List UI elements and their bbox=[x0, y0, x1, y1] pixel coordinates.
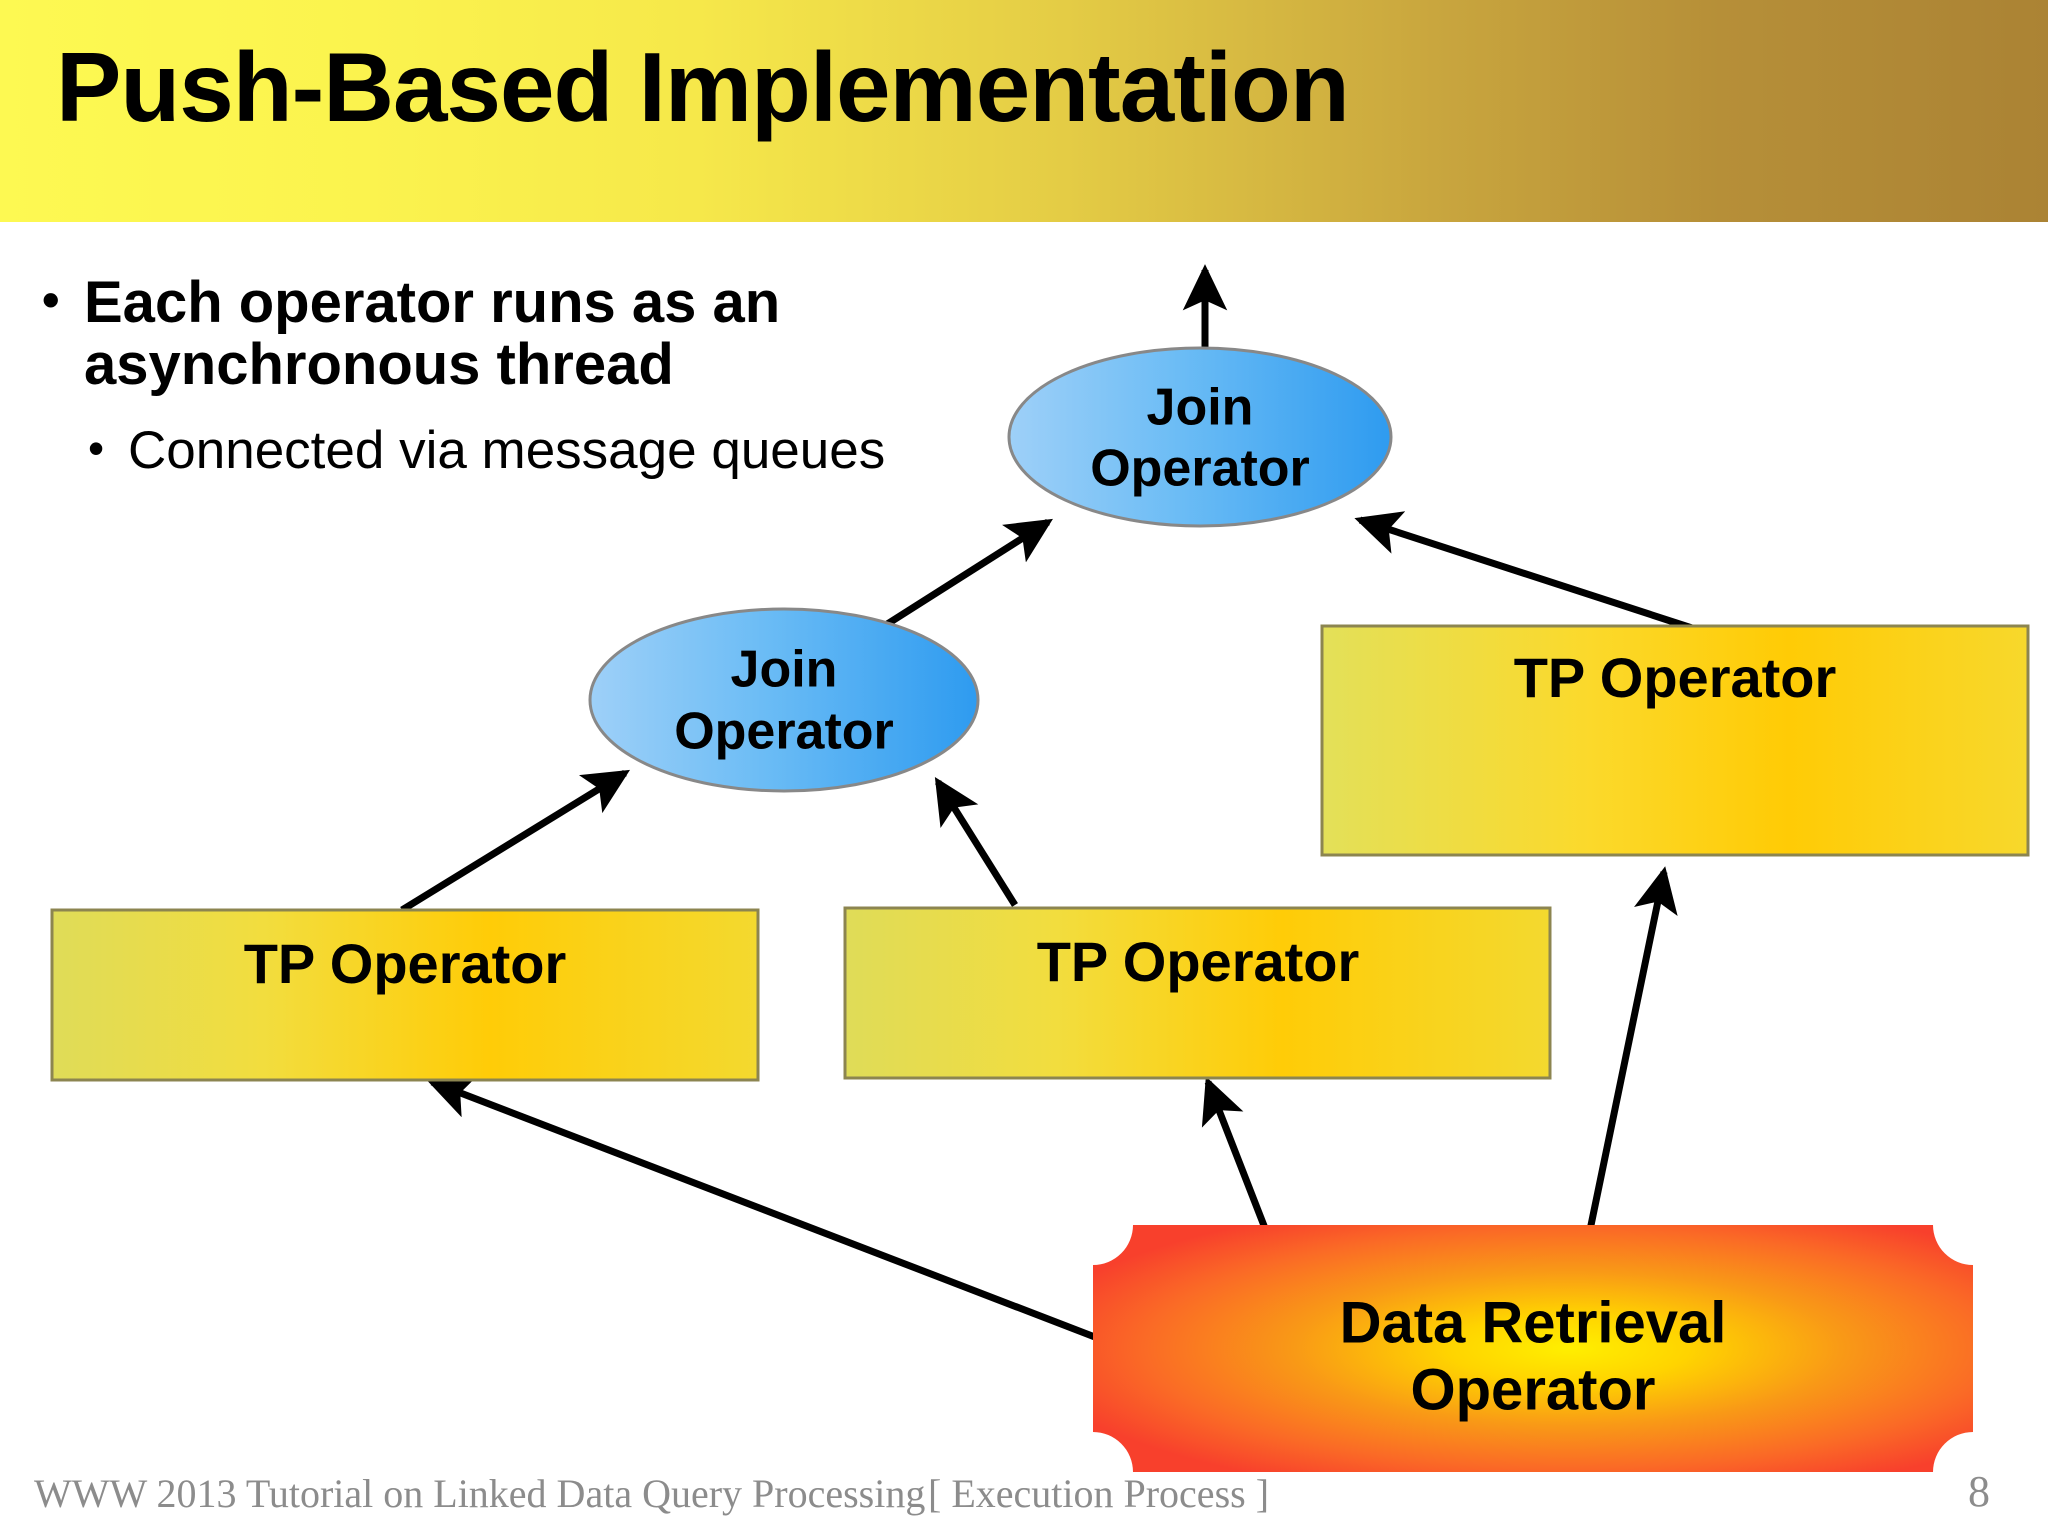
node-join-operator-top[interactable]: Join Operator bbox=[1007, 346, 1393, 528]
page-number: 8 bbox=[1968, 1467, 1990, 1516]
tp-left-label: TP Operator bbox=[244, 932, 567, 995]
edge-tpleft-to-joinmid bbox=[400, 769, 631, 913]
bullet-item-primary: • Each operator runs as an asynchronous … bbox=[42, 270, 982, 398]
node-join-operator-middle[interactable]: Join Operator bbox=[588, 607, 980, 793]
bullet-secondary-label: Connected via message queues bbox=[128, 421, 886, 481]
data-retrieval-shape[interactable] bbox=[1093, 1225, 1973, 1472]
bullet-marker-icon: • bbox=[42, 272, 60, 328]
page-title: Push-Based Implementation bbox=[56, 32, 1350, 142]
join-mid-shape[interactable] bbox=[588, 607, 980, 793]
tp-left-shape[interactable] bbox=[50, 908, 760, 1082]
footer-tutorial-title: WWW 2013 Tutorial on Linked Data Query P… bbox=[34, 1471, 926, 1516]
sub-bullet-marker-icon: • bbox=[88, 422, 105, 475]
data-retrieval-label-line1: Data Retrieval bbox=[1340, 1290, 1727, 1355]
bullet-item-secondary: • Connected via message queues bbox=[88, 422, 982, 480]
join-top-label-line1: Join bbox=[1147, 379, 1254, 437]
edge-dr-to-tpleft bbox=[426, 1075, 1102, 1343]
node-data-retrieval-operator[interactable]: Data Retrieval Operator bbox=[1093, 1225, 1973, 1472]
node-tp-operator-right[interactable]: TP Operator bbox=[1320, 624, 2030, 857]
join-mid-label-line2: Operator bbox=[674, 703, 894, 761]
footer-section-label: [ Execution Process ] bbox=[928, 1471, 1270, 1516]
title-banner: Push-Based Implementation bbox=[0, 0, 2048, 222]
bullet-primary-label: Each operator runs as an asynchronous th… bbox=[84, 270, 781, 398]
tp-right-label: TP Operator bbox=[1514, 646, 1837, 709]
edge-tpmid-to-joinmid bbox=[934, 777, 1018, 907]
join-mid-label-line1: Join bbox=[731, 641, 838, 699]
edge-dr-to-tpright bbox=[1586, 866, 1678, 1231]
tp-right-shape[interactable] bbox=[1320, 624, 2030, 857]
bullet-list: • Each operator runs as an asynchronous … bbox=[42, 270, 982, 480]
node-tp-operator-left[interactable]: TP Operator bbox=[50, 908, 760, 1082]
join-top-shape[interactable] bbox=[1007, 346, 1393, 528]
edge-joinmid-to-jointop bbox=[868, 518, 1053, 638]
tp-mid-shape[interactable] bbox=[843, 906, 1552, 1080]
data-retrieval-label-line2: Operator bbox=[1411, 1357, 1656, 1422]
join-top-label-line2: Operator bbox=[1090, 440, 1310, 498]
node-tp-operator-middle[interactable]: TP Operator bbox=[843, 906, 1552, 1080]
tp-mid-label: TP Operator bbox=[1037, 930, 1360, 993]
edge-tpright-to-jointop bbox=[1354, 511, 1694, 632]
slide-footer: WWW 2013 Tutorial on Linked Data Query P… bbox=[0, 1462, 2048, 1535]
